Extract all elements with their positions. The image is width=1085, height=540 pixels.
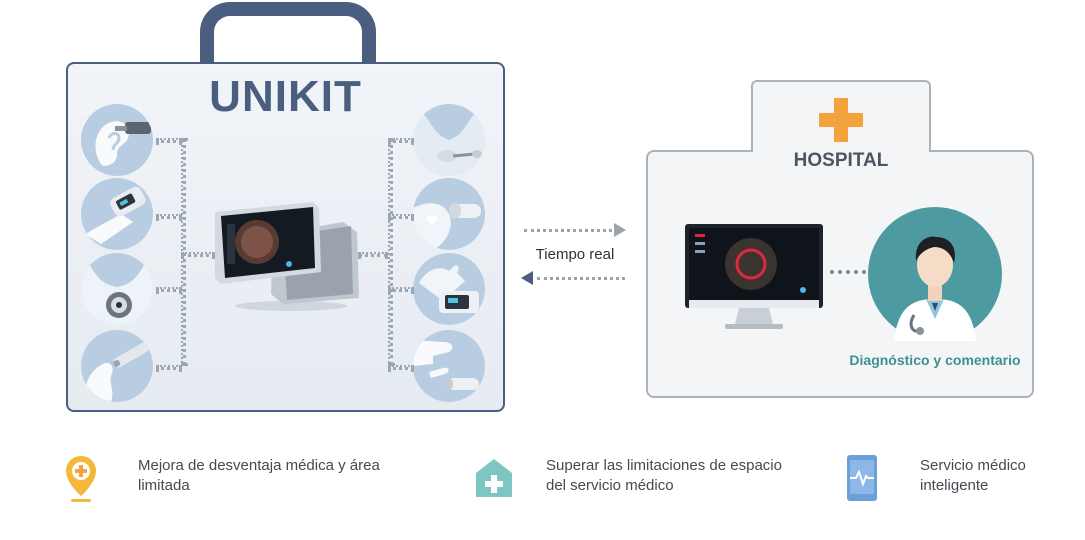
skin-scope-icon bbox=[413, 178, 485, 250]
otoscope-icon bbox=[81, 104, 153, 176]
hospital-monitor bbox=[685, 224, 823, 334]
unikit-device bbox=[213, 202, 363, 312]
pulse-oximeter-icon bbox=[81, 178, 153, 250]
connector-line bbox=[358, 252, 388, 257]
smartphone-health-icon bbox=[846, 454, 878, 502]
stethoscope-icon bbox=[81, 253, 153, 325]
unikit-title: UNIKIT bbox=[209, 72, 362, 121]
benefit-text: Superar las limitaciones de espacio del … bbox=[546, 457, 782, 494]
monitor-doctor-connector bbox=[830, 270, 866, 274]
unikit-case: UNIKIT bbox=[66, 62, 505, 412]
connector-line bbox=[156, 138, 182, 143]
benefit-text: Mejora de desventaja médica y área limit… bbox=[138, 457, 380, 494]
diagnosis-caption: Diagnóstico y comentario bbox=[849, 352, 1021, 368]
clinic-house-icon bbox=[474, 457, 514, 499]
connector-line bbox=[388, 365, 414, 370]
connector-line bbox=[156, 287, 182, 292]
nasal-scope-icon bbox=[413, 330, 485, 402]
medical-cross-icon bbox=[817, 96, 865, 144]
throat-scope-icon bbox=[413, 104, 485, 176]
connector-line bbox=[181, 252, 215, 257]
blood-pressure-icon bbox=[413, 253, 485, 325]
benefit-text: Servicio médico inteligente bbox=[920, 457, 1026, 494]
doctor-avatar bbox=[868, 207, 1002, 341]
arrow-to-hospital bbox=[524, 223, 628, 237]
hospital-title: HOSPITAL bbox=[793, 150, 889, 171]
connector-line bbox=[156, 365, 182, 370]
location-pin-icon bbox=[64, 454, 98, 504]
connector-line bbox=[388, 138, 393, 366]
arrow-to-unikit bbox=[521, 271, 625, 285]
realtime-label: Tiempo real bbox=[535, 246, 615, 263]
thermometer-icon bbox=[81, 330, 153, 402]
connector-line bbox=[156, 214, 182, 219]
